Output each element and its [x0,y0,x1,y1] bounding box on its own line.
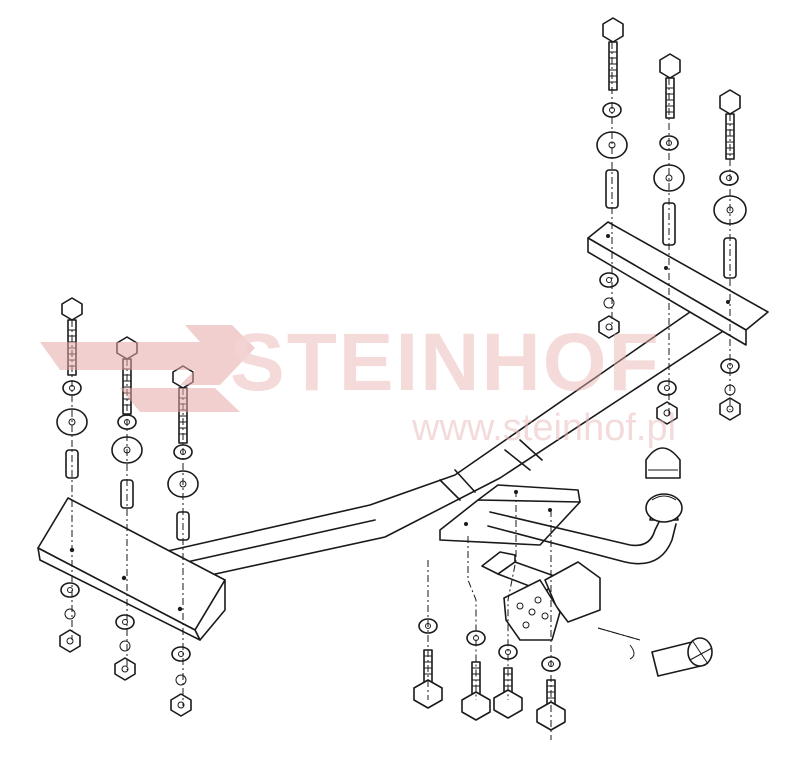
assembly-center-lines [71,42,731,740]
socket-bracket [481,551,601,641]
electrical-socket [597,627,713,677]
right-bracket [587,221,769,346]
lower-fastener-2 [461,630,491,721]
left-bracket [37,497,226,641]
ball-cap [645,447,681,479]
watermark-url: www.steinhof.pl [411,407,676,449]
tow-ball-arm [487,493,683,565]
center-mounting-plate [439,484,581,546]
lower-fastener-1 [413,618,443,709]
steinhof-logo-watermark: STEINHOF www.steinhof.pl [40,317,676,449]
right-bolt-stack-2 [653,53,685,425]
watermark-brand: STEINHOF [230,317,661,408]
right-bolt-stack-3 [713,89,747,421]
